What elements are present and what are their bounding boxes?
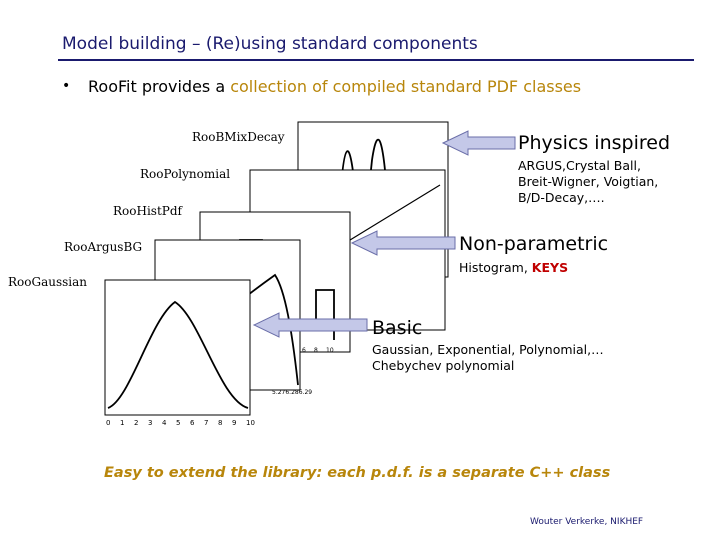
svg-text:6: 6 [302,347,306,354]
gaussian-tick-label: 6 [190,419,195,427]
label-bmixdecay: RooBMixDecay [192,130,285,144]
bullet-text: RooFit provides a collection of compiled… [88,77,581,96]
svg-text:8: 8 [314,347,318,354]
author-credit: Wouter Verkerke, NIKHEF [530,517,644,527]
slide-title: Model building – (Re)using standard comp… [62,34,478,54]
non-parametric-title: Non-parametric [459,233,609,255]
gaussian-tick-label: 1 [120,419,124,427]
gaussian-tick-label: 0 [106,419,110,427]
plot-gaussian-ticks: 0 1 2 3 4 5 6 7 8 9 10 [106,419,255,427]
gaussian-tick-label: 4 [162,419,167,427]
arrow-physics [441,130,516,156]
gaussian-tick-label: 2 [134,419,138,427]
basic-desc-line: Gaussian, Exponential, Polynomial,… [372,342,604,357]
nonparam-desc-prefix: Histogram, [459,260,532,275]
gaussian-tick-label: 5 [176,419,180,427]
physics-desc-line: ARGUS,Crystal Ball, [518,158,641,173]
gaussian-tick-label: 9 [232,419,236,427]
non-parametric-desc: Histogram, KEYS [459,260,568,276]
physics-desc-line: Breit-Wigner, Voigtian, [518,174,659,189]
physics-desc-line: B/D-Decay,…. [518,190,605,205]
title-underline [58,59,694,61]
basic-title: Basic [372,317,423,339]
keys-highlight: KEYS [531,260,569,275]
label-argusbg: RooArgusBG [64,240,143,254]
arrow-basic [252,312,368,338]
basic-desc: Gaussian, Exponential, Polynomial,… Cheb… [372,342,604,374]
gaussian-tick-label: 7 [204,419,208,427]
plot-histpdf-ticks: 6 8 10 [302,347,334,354]
gaussian-tick-label: 8 [218,419,222,427]
bullet-prefix: RooFit provides a [88,77,231,96]
plot-gaussian: 0 1 2 3 4 5 6 7 8 9 10 [104,279,255,427]
arrow-nonparam [350,230,456,256]
svg-text:10: 10 [326,347,334,354]
bullet-marker: • [62,78,71,94]
gaussian-tick-label: 10 [246,419,255,427]
label-polynomial: RooPolynomial [140,167,231,181]
label-histpdf: RooHistPdf [113,204,182,218]
extend-library-note: Easy to extend the library: each p.d.f. … [104,465,611,481]
physics-inspired-desc: ARGUS,Crystal Ball, Breit-Wigner, Voigti… [518,158,658,206]
label-gaussian: RooGaussian [8,275,87,289]
bullet-highlight: collection of compiled standard PDF clas… [230,77,582,96]
basic-desc-line: Chebychev polynomial [372,358,515,373]
svg-text:5.276.286.29: 5.276.286.29 [272,389,312,396]
physics-inspired-title: Physics inspired [518,132,671,154]
gaussian-tick-label: 3 [148,419,152,427]
